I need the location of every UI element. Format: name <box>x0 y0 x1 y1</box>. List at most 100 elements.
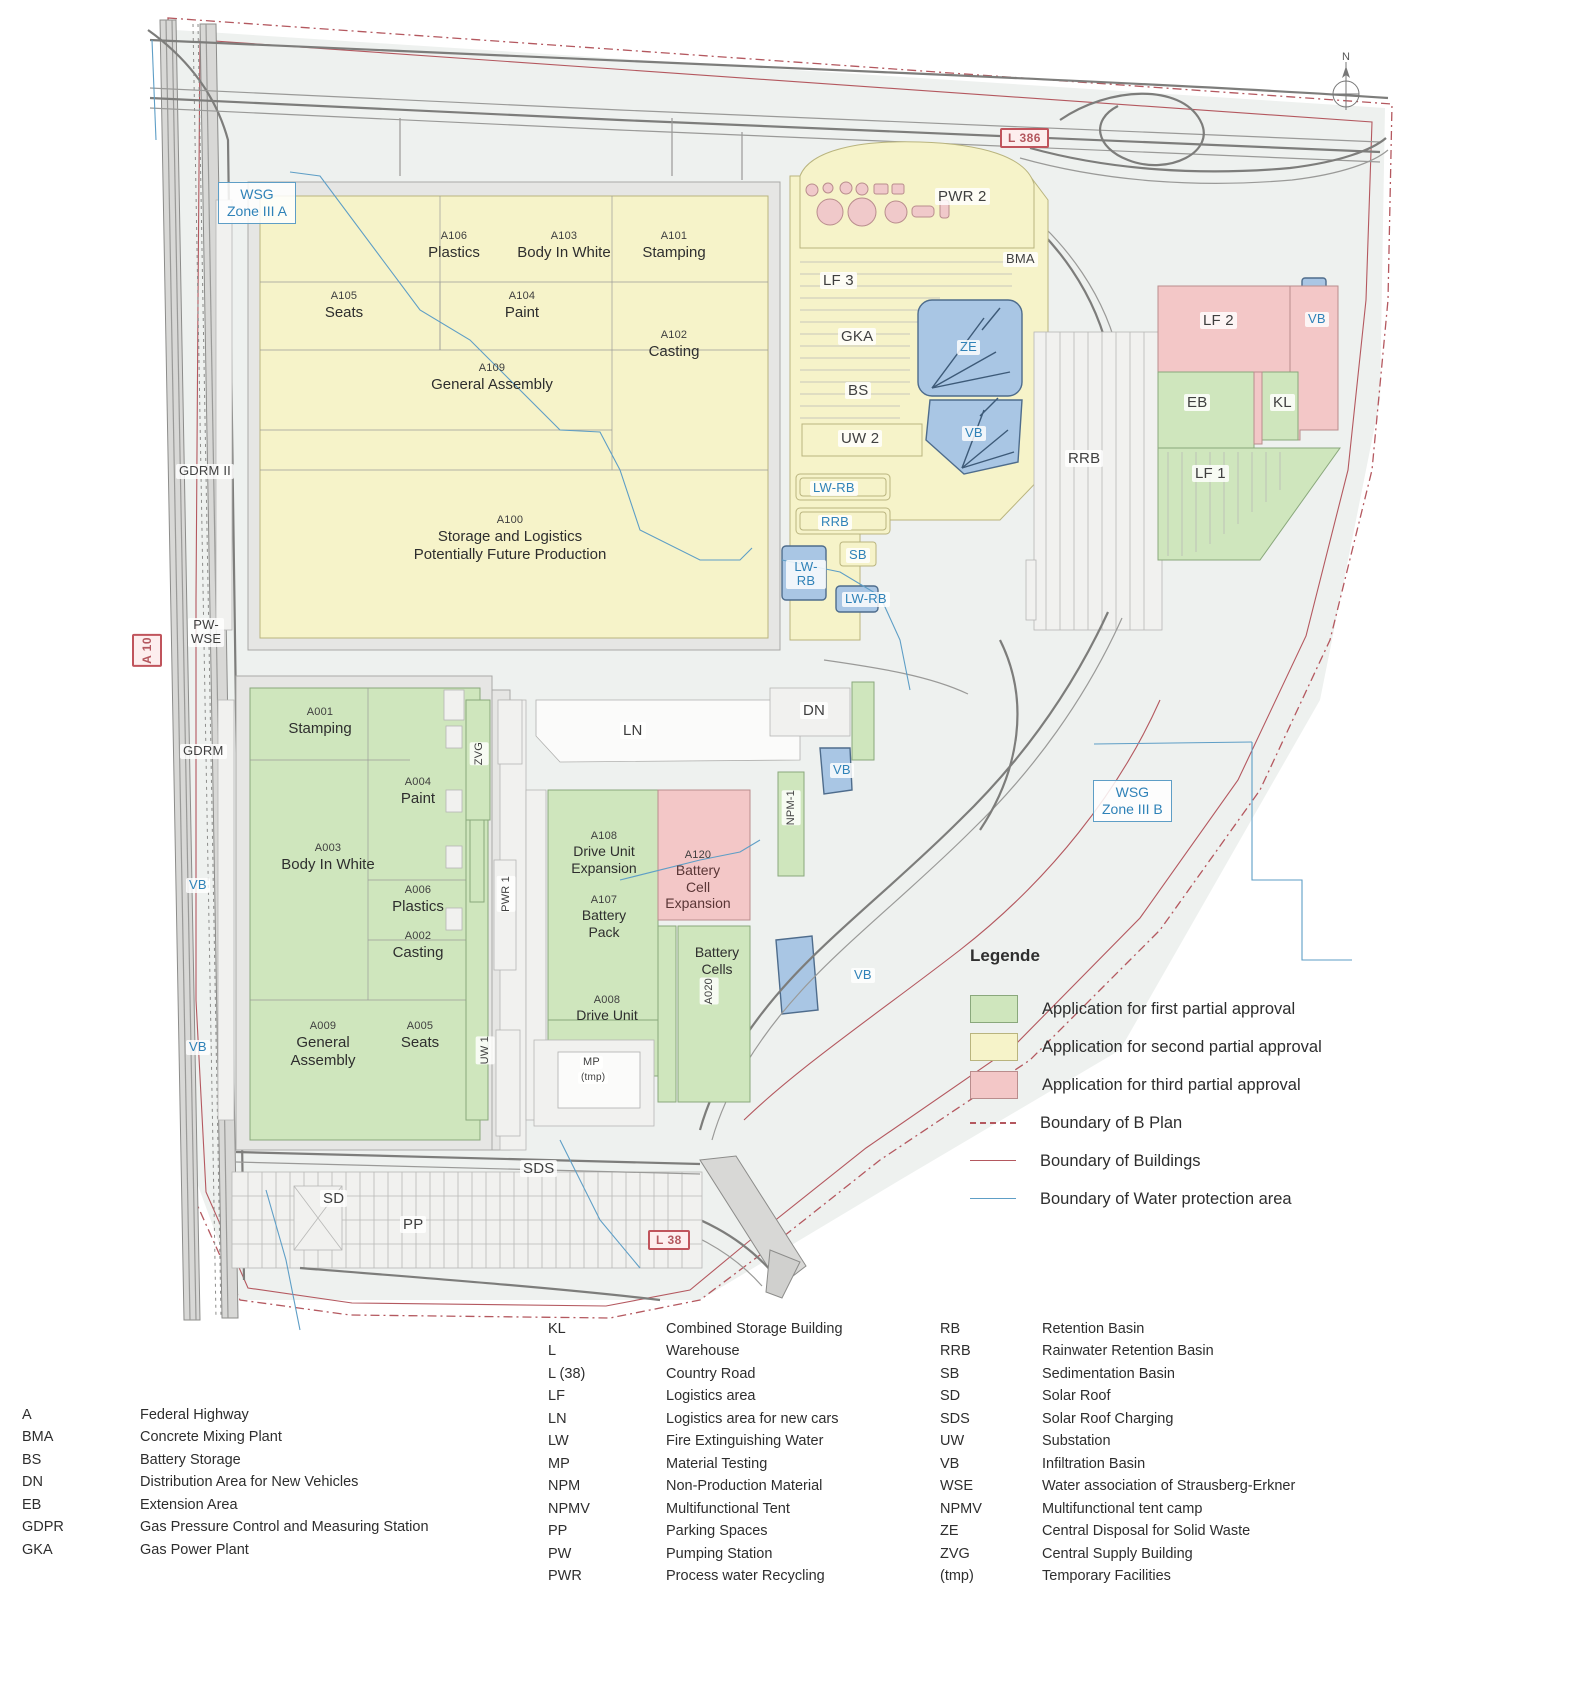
legend-line-bplan-boundary <box>970 1110 1016 1136</box>
legend-label-bplan-boundary: Boundary of B Plan <box>1040 1113 1183 1132</box>
abbreviation-key: WSE <box>940 1478 974 1495</box>
abbreviation-key: L (38) <box>548 1365 586 1382</box>
abbreviation-key: UW <box>940 1433 965 1450</box>
legend-swatch-third-approval <box>970 1071 1018 1099</box>
wsg-zone-3b-line1: WSG <box>1115 784 1150 800</box>
tag-lwrb-2: LW-RB <box>786 559 826 589</box>
legend-label-water-boundary: Boundary of Water protection area <box>1040 1189 1292 1208</box>
abbreviation-key: LF <box>548 1388 565 1405</box>
tag-sb: SB <box>846 547 870 563</box>
abbreviation-value: Combined Storage Building <box>666 1321 843 1337</box>
abbreviation-key: (tmp) <box>940 1568 974 1585</box>
abbreviation-value: Parking Spaces <box>666 1523 768 1540</box>
tag-dn: DN <box>800 702 829 720</box>
abbreviation-key: KL <box>548 1321 566 1337</box>
building-a120-label: A120 Battery Cell Expansion <box>665 849 731 912</box>
abbreviation-value: Sedimentation Basin <box>1042 1365 1175 1382</box>
abbreviation-value: Infiltration Basin <box>1042 1455 1146 1472</box>
legend-label-second-approval: Application for second partial approval <box>1042 1037 1322 1056</box>
building-a107-label: A107 Battery Pack <box>581 894 627 940</box>
abbreviation-value: Water association of Strausberg-Erkner <box>1042 1478 1296 1495</box>
legend-label-first-approval: Application for first partial approval <box>1042 999 1296 1018</box>
abbreviation-key: GDPR <box>22 1519 64 1536</box>
abbreviation-row: L (38)Country Road <box>548 1363 843 1385</box>
abbreviation-value: Central Supply Building <box>1042 1545 1193 1562</box>
tag-mp: MP <box>580 1056 603 1069</box>
abbreviation-value: Solar Roof Charging <box>1042 1410 1174 1427</box>
abbreviation-key: PP <box>548 1523 568 1540</box>
tag-pw-wse: PW-WSE <box>188 617 225 647</box>
legend-swatch-second-approval <box>970 1033 1018 1061</box>
tag-uw2: UW 2 <box>838 430 883 448</box>
building-a109-label: A109 General Assembly <box>431 362 553 393</box>
tag-gka: GKA <box>838 328 877 346</box>
abbreviation-value: Gas Pressure Control and Measuring Stati… <box>140 1519 429 1536</box>
tag-sd: SD <box>320 1190 348 1208</box>
building-a104-label: A104 Paint <box>504 290 540 321</box>
site-plan-map: N A 10 L 386 L 38 WSG Zone III A WSG Zon… <box>132 17 1393 1331</box>
legend-item-second-approval: Application for second partial approval <box>970 1028 1470 1066</box>
abbreviation-key: PWR <box>548 1568 582 1585</box>
abbreviation-row: UW Substation <box>940 1430 1295 1452</box>
legend-line-buildings-boundary <box>970 1148 1016 1174</box>
abbreviation-value: Logistics area <box>666 1388 756 1405</box>
abbreviation-key: VB <box>940 1455 960 1472</box>
abbreviation-value: Solar Roof <box>1042 1388 1111 1405</box>
tag-sds: SDS <box>520 1160 558 1178</box>
abbreviation-key: NPMV <box>940 1500 982 1517</box>
wsg-zone-3b: WSG Zone III B <box>1093 780 1172 822</box>
abbreviation-value: Material Testing <box>666 1455 768 1472</box>
legend-item-buildings-boundary: Boundary of Buildings <box>970 1142 1470 1180</box>
building-a004-label: A004 Paint <box>400 776 436 807</box>
abbreviation-key: GKA <box>22 1541 53 1558</box>
building-a103-label: A103 Body In White <box>517 230 611 261</box>
legend-item-first-approval: Application for first partial approval <box>970 990 1470 1028</box>
abbreviation-key: A <box>22 1407 32 1423</box>
abbreviation-value: Rainwater Retention Basin <box>1042 1343 1214 1360</box>
tag-bma: BMA <box>1003 251 1038 267</box>
legend-swatch-first-approval <box>970 995 1018 1023</box>
abbreviation-row: VB Infiltration Basin <box>940 1453 1295 1475</box>
legend-title: Legende <box>970 946 1040 965</box>
abbreviation-value: Fire Extinguishing Water <box>666 1433 824 1450</box>
tag-zvg: ZVG <box>470 742 489 766</box>
building-a100-label: A100 Storage and Logistics Potentially F… <box>413 514 607 563</box>
building-a102-label: A102 Casting <box>648 329 700 360</box>
abbreviation-row: WSE Water association of Strausberg-Erkne… <box>940 1475 1295 1497</box>
tag-lwrb-1: LW-RB <box>810 480 858 496</box>
building-a020-label: Battery Cells <box>694 944 740 977</box>
abbreviation-value: Non-Production Material <box>666 1478 823 1495</box>
building-a108-label: A108 Drive Unit Expansion <box>571 830 637 876</box>
abbreviation-key: BMA <box>22 1429 54 1446</box>
wsg-zone-3a-line1: WSG <box>240 186 274 202</box>
wsg-zone-3a-line2: Zone III A <box>227 202 287 219</box>
abbreviation-key: EB <box>22 1496 42 1513</box>
tag-vb-west-1: VB <box>186 877 210 893</box>
tag-vb-right: VB <box>1305 311 1329 327</box>
building-a105-label: A105 Seats <box>324 290 364 321</box>
abbreviation-value: Distribution Area for New Vehicles <box>140 1474 359 1491</box>
tag-uw1: UW 1 <box>476 1036 495 1065</box>
abbreviation-value: Gas Power Plant <box>140 1541 249 1558</box>
building-a106-label: A106 Plastics <box>428 230 480 261</box>
tag-kl: EB <box>1184 394 1211 412</box>
abbreviation-value: Extension Area <box>140 1496 238 1513</box>
wsg-zone-3a: WSG Zone III A <box>218 182 296 224</box>
abbreviation-key: MP <box>548 1455 570 1472</box>
svg-text:N: N <box>1342 51 1350 63</box>
abbreviation-key: DN <box>22 1474 43 1491</box>
legend-item-bplan-boundary: Boundary of B Plan <box>970 1104 1470 1142</box>
tag-ze: KL <box>1270 394 1295 412</box>
abbreviation-row: GKA Gas Power Plant <box>22 1539 429 1561</box>
abbreviation-value: Multifunctional Tent <box>666 1500 790 1517</box>
abbreviation-value: Substation <box>1042 1433 1111 1450</box>
